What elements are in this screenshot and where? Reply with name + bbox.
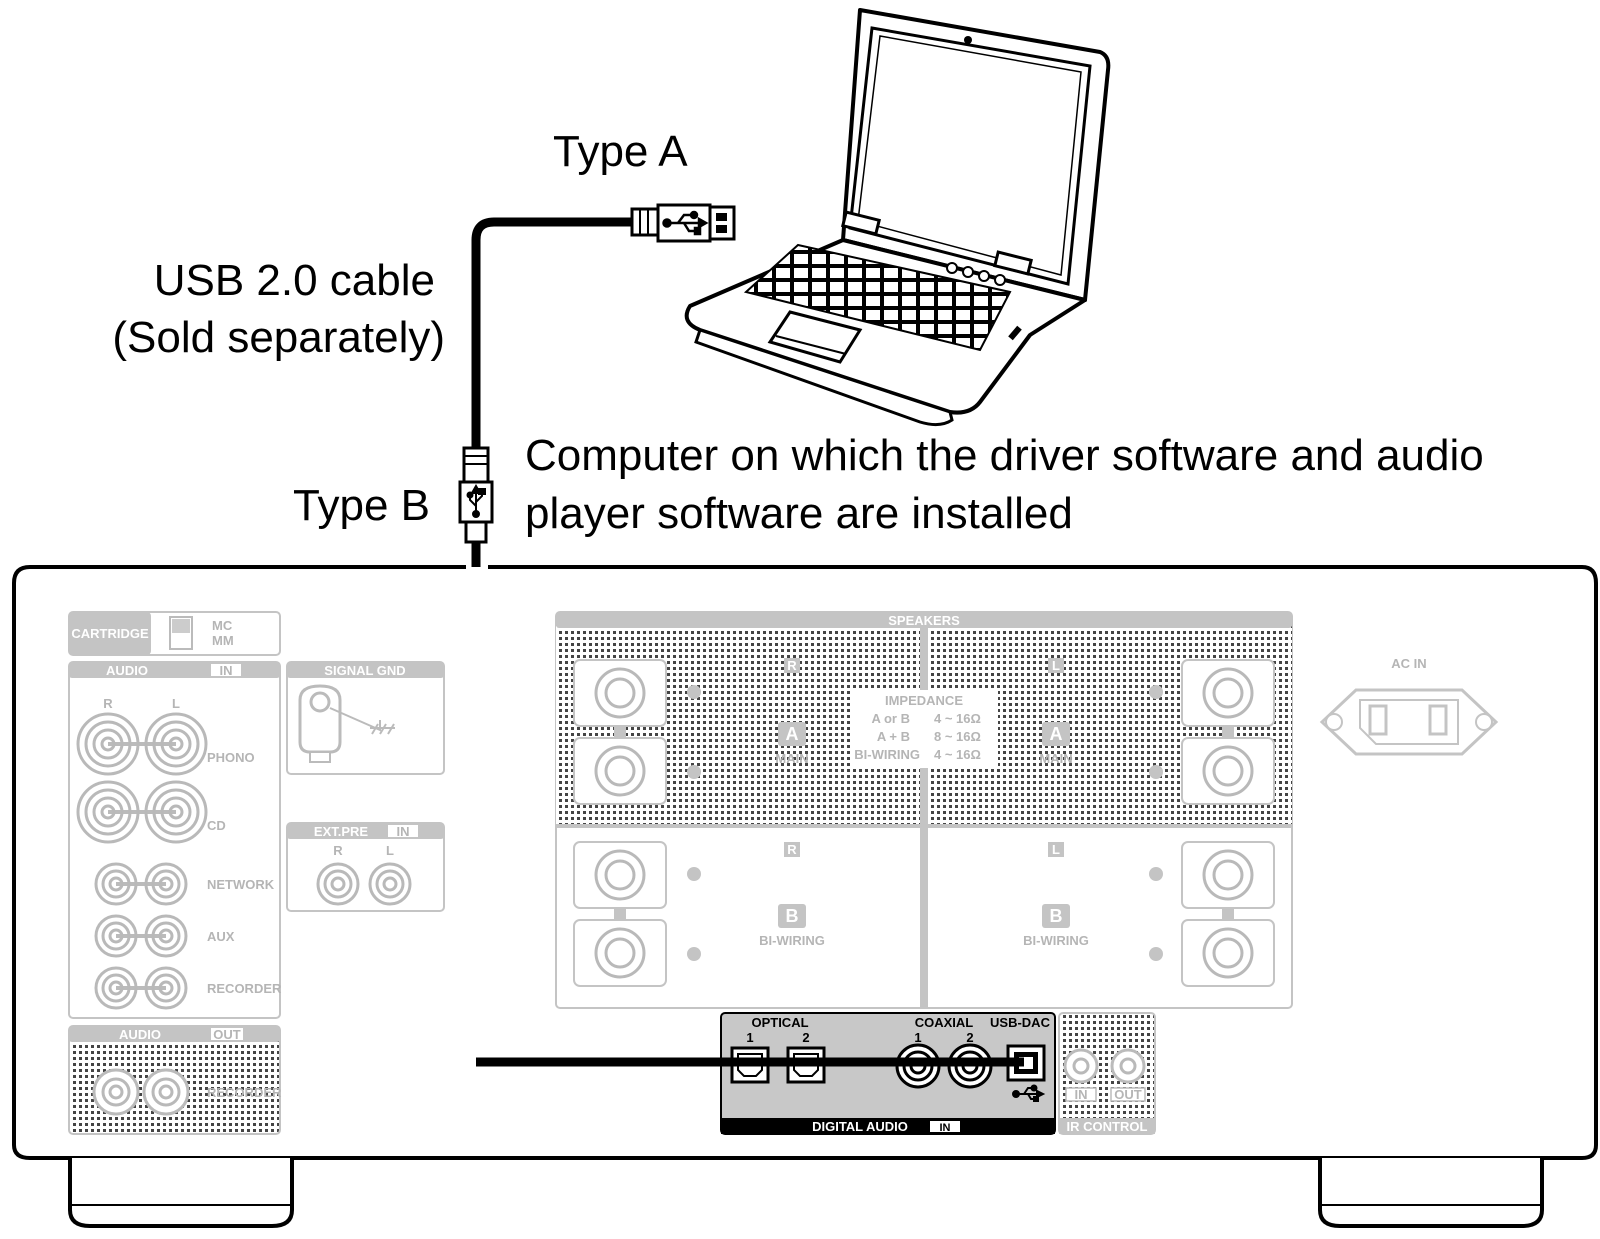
audio-in-label: AUDIO	[106, 663, 148, 678]
spk-b-r: R	[787, 842, 797, 857]
signal-gnd-label: SIGNAL GND	[324, 663, 405, 678]
b-l-label: B	[1050, 906, 1063, 926]
audio-in-section: AUDIO IN R L PHONO CD NETWORK	[68, 661, 282, 1019]
biwiring-r-label: BI-WIRING	[759, 933, 825, 948]
recorder-label: RECORDER	[207, 981, 282, 996]
usb-type-b-plug	[458, 446, 494, 544]
speaker-terminals-b-l	[1149, 841, 1275, 987]
coaxial-1-label: 1	[914, 1030, 921, 1045]
audio-in-badge: IN	[220, 663, 233, 678]
digital-audio-in-section: DIGITAL AUDIO IN OPTICAL 1 2 COAXIAL 1 2…	[720, 1012, 1056, 1135]
recorder-out-label: RECORDER	[207, 1085, 282, 1100]
coaxial-label: COAXIAL	[915, 1015, 974, 1030]
ir-out-label: OUT	[1114, 1087, 1142, 1102]
phono-label: PHONO	[207, 750, 255, 765]
speakers-section: SPEAKERS IMPEDANCE A or B 4 ~ 16Ω A + B …	[555, 611, 1293, 1009]
signal-gnd-section: SIGNAL GND	[286, 661, 445, 775]
optical-1-label: 1	[746, 1030, 753, 1045]
optical-2-label: 2	[802, 1030, 809, 1045]
mc-label: MC	[212, 618, 233, 633]
usb-dac-label: USB-DAC	[990, 1015, 1051, 1030]
network-jacks	[94, 862, 188, 906]
cd-jacks	[76, 780, 208, 844]
imp-row3-name: BI-WIRING	[854, 747, 920, 762]
ext-pre-l: L	[386, 843, 394, 858]
spk-b-l: L	[1052, 842, 1060, 857]
a-l-label: A	[1050, 724, 1063, 744]
imp-row3-value: 4 ~ 16Ω	[934, 747, 981, 762]
audio-out-section: AUDIO OUT RECORDER	[68, 1025, 282, 1135]
ac-in-socket: AC IN	[1319, 656, 1499, 756]
ext-pre-r: R	[333, 843, 343, 858]
spk-a-l: L	[1052, 658, 1060, 673]
usb-symbol-icon	[1012, 1084, 1046, 1102]
cartridge-label: CARTRIDGE	[71, 626, 149, 641]
imp-row1-value: 4 ~ 16Ω	[934, 711, 981, 726]
usb-trident-icon	[466, 483, 486, 518]
speakers-label: SPEAKERS	[888, 613, 960, 628]
type-a-label: Type A	[553, 127, 688, 176]
b-r-label: B	[786, 906, 799, 926]
ext-pre-badge: IN	[397, 824, 410, 839]
right-foot	[1318, 1158, 1544, 1228]
impedance-label: IMPEDANCE	[885, 693, 963, 708]
cartridge-switch-section: CARTRIDGE MC MM	[68, 611, 281, 656]
cable-label-line1: USB 2.0 cable	[154, 256, 435, 305]
mm-label: MM	[212, 633, 234, 648]
usb-type-a-plug	[630, 203, 736, 243]
network-label: NETWORK	[207, 877, 275, 892]
main-r-label: MAIN	[775, 751, 808, 766]
audio-out-badge: OUT	[213, 1027, 241, 1042]
computer-caption-line1: Computer on which the driver software an…	[525, 431, 1484, 480]
phono-jacks	[76, 712, 208, 776]
digital-audio-label: DIGITAL AUDIO	[812, 1119, 908, 1134]
ext-pre-label: EXT.PRE	[314, 824, 369, 839]
computer-caption-line2: player software are installed	[525, 489, 1073, 538]
biwiring-l-label: BI-WIRING	[1023, 933, 1089, 948]
ir-in-label: IN	[1075, 1087, 1088, 1102]
laptop-computer	[684, 8, 1111, 427]
recorder-in-jacks	[94, 966, 188, 1010]
imp-row2-name: A + B	[877, 729, 910, 744]
cable-label-line2: (Sold separately)	[112, 313, 445, 362]
aux-jacks	[94, 914, 188, 958]
ext-pre-section: EXT.PRE IN R L	[286, 822, 445, 912]
imp-row2-value: 8 ~ 16Ω	[934, 729, 981, 744]
speaker-terminals-a-r	[573, 659, 701, 805]
imp-row1-name: A or B	[871, 711, 910, 726]
ir-control-label: IR CONTROL	[1067, 1119, 1148, 1134]
ac-in-label: AC IN	[1391, 656, 1426, 671]
coaxial-2-label: 2	[966, 1030, 973, 1045]
l-label: L	[172, 696, 180, 711]
speaker-terminals-b-r	[573, 841, 701, 987]
spk-a-r: R	[787, 658, 797, 673]
a-r-label: A	[786, 724, 799, 744]
cd-label: CD	[207, 818, 226, 833]
usb-trident-icon	[662, 210, 709, 236]
optical-label: OPTICAL	[751, 1015, 808, 1030]
type-b-label: Type B	[293, 481, 430, 530]
r-label: R	[103, 696, 113, 711]
digital-audio-badge: IN	[940, 1122, 951, 1134]
ir-control-section: IR CONTROL IN OUT	[1058, 1012, 1156, 1135]
main-l-label: MAIN	[1039, 751, 1072, 766]
speaker-terminals-a-l	[1149, 659, 1275, 805]
audio-out-label: AUDIO	[119, 1027, 161, 1042]
left-foot	[68, 1158, 294, 1228]
aux-label: AUX	[207, 929, 235, 944]
